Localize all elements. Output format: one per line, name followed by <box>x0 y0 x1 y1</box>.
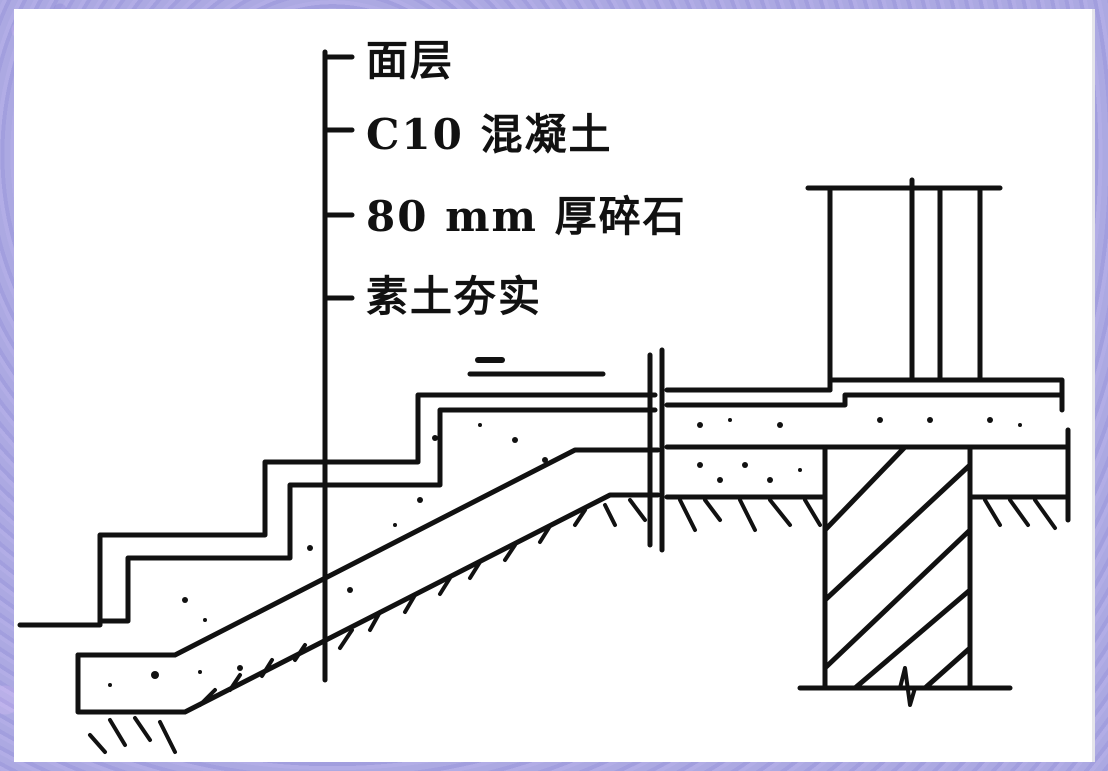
surface-layer-profile <box>17 392 658 628</box>
layer-label-concrete: C10 混凝土 <box>366 110 613 159</box>
foundation-wall <box>797 444 1013 707</box>
expansion-joint <box>647 347 665 553</box>
level-mark <box>467 357 606 377</box>
concrete-aggregate-dots <box>108 417 1022 687</box>
floor-slab <box>664 377 1071 523</box>
concrete-top-profile <box>97 407 658 624</box>
layer-label-gravel: 80 mm 厚碎石 <box>366 192 687 241</box>
layer-label-soil: 素土夯实 <box>366 272 543 321</box>
layer-label-surface: 面层 <box>366 36 455 85</box>
wall-above <box>805 177 1003 383</box>
leader-line <box>322 49 355 683</box>
compacted-soil-hatching <box>88 498 1057 754</box>
sloped-concrete-slab <box>75 447 661 715</box>
